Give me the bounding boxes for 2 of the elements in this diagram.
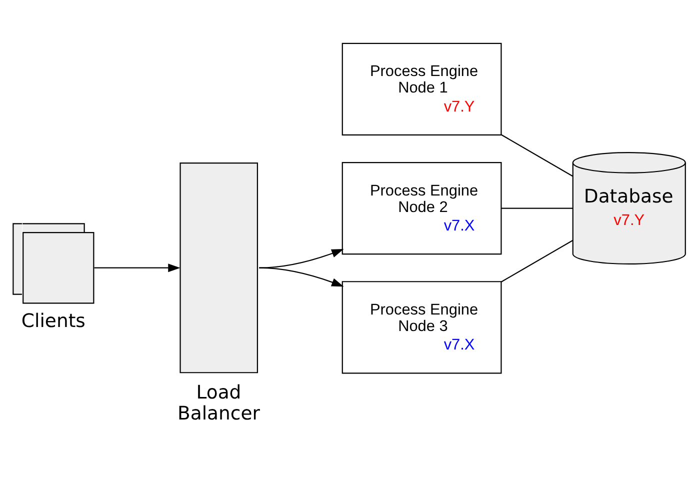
node-label: Load Balancer: [178, 382, 260, 425]
node-label: Clients: [21, 310, 86, 332]
